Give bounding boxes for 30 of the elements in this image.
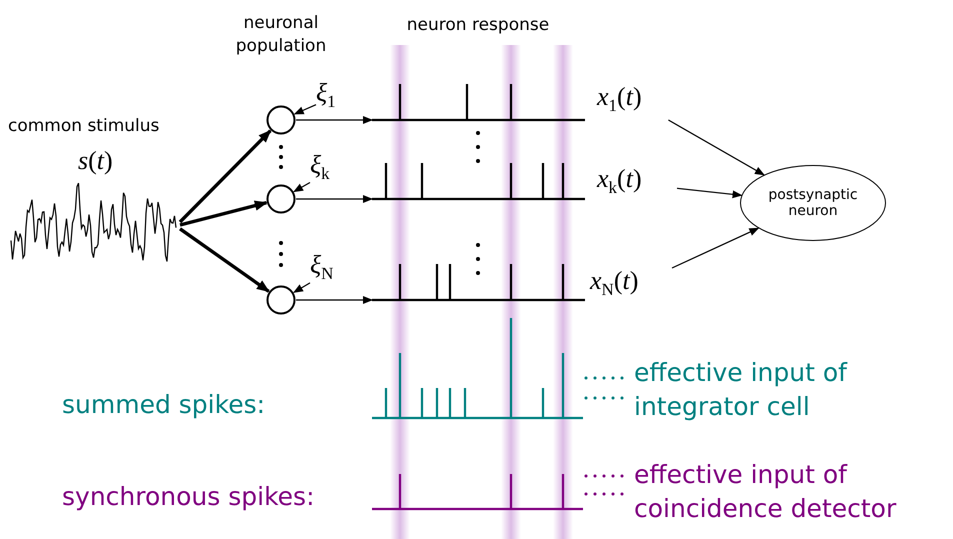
signal-formula: s(t) (78, 148, 113, 174)
column-heading: neuronal population (234, 12, 328, 58)
noise-symbol: ξ$_{k}$ (310, 152, 354, 188)
arrow (296, 195, 373, 203)
noise-symbol: ξ$_{N}$ (310, 252, 354, 288)
output-label: x$_{N}$(t) (590, 268, 676, 304)
arrow (296, 296, 373, 304)
row-label: synchronous spikes: (62, 481, 314, 513)
arrow (668, 119, 765, 176)
neuron-circle (266, 105, 296, 135)
arrow (294, 104, 316, 115)
postsynaptic-neuron-ellipse: postsynaptic neuron (740, 165, 886, 241)
arrow (180, 200, 268, 227)
arrow (179, 227, 270, 293)
output-label: x$_{1}$(t) (597, 84, 677, 120)
arrow (676, 188, 742, 198)
neuron-circle (266, 285, 296, 315)
noise-symbol: ξ$_{1}$ (316, 80, 356, 112)
arrow (293, 182, 310, 192)
note-text: effective input of coincidence detector (634, 459, 898, 525)
note-text: effective input of integrator cell (634, 357, 848, 423)
arrow (672, 228, 760, 269)
arrow (178, 130, 272, 224)
neuron-circle (266, 184, 296, 214)
column-heading: neuron response (406, 14, 550, 37)
stimulus-label: common stimulus (8, 116, 160, 136)
arrow (296, 116, 373, 124)
output-label: x$_{k}$(t) (597, 166, 677, 202)
row-label: summed spikes: (62, 389, 266, 421)
arrow (293, 282, 310, 293)
